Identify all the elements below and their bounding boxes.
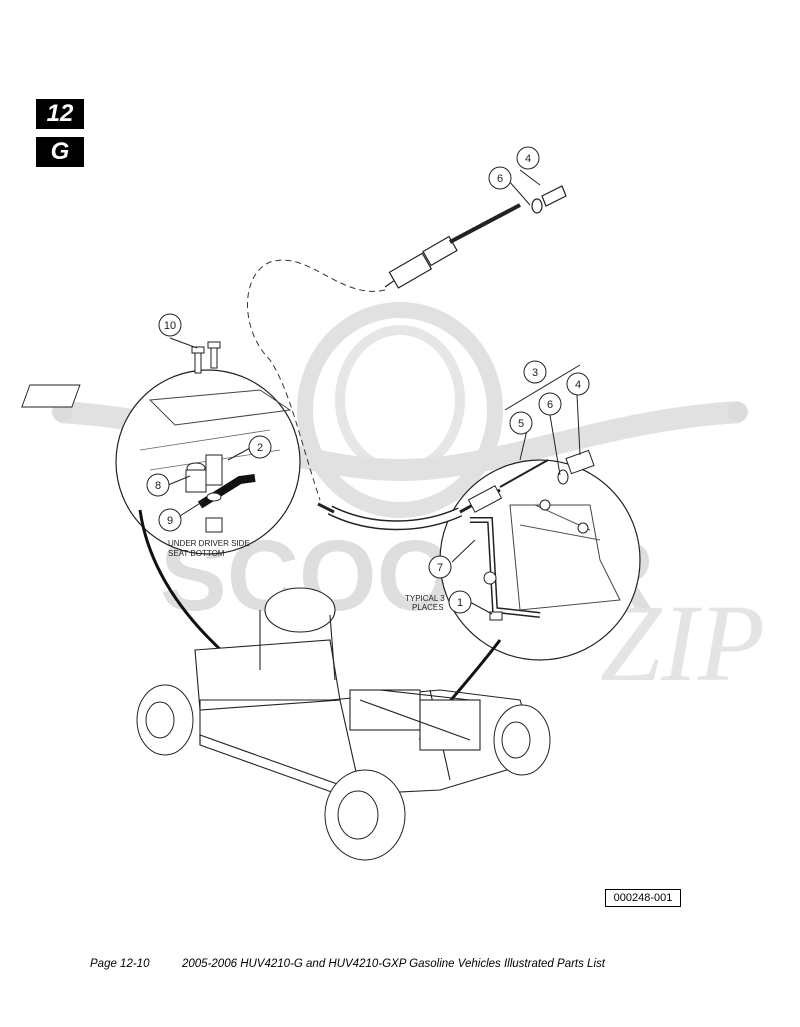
callout-8: 8 [155, 480, 161, 492]
callout-4-right: 4 [575, 379, 581, 391]
footer-page-number: Page 12-10 [90, 958, 150, 970]
callout-5: 5 [518, 418, 524, 430]
under-seat-note-line2: SEAT BOTTOM [168, 549, 225, 558]
callout-4-top: 4 [525, 153, 531, 165]
footer-document-title: 2005-2006 HUV4210-G and HUV4210-GXP Gaso… [182, 958, 605, 970]
section-tab-letter: G [36, 137, 84, 167]
transmission-detail [439, 449, 641, 661]
callout-6-top: 6 [497, 173, 503, 185]
callout-labels: 4 6 10 2 8 9 3 4 6 5 7 1 [155, 153, 581, 609]
under-seat-note-line1: UNDER DRIVER SIDE [168, 539, 250, 548]
bolt-icon [191, 341, 221, 374]
callout-7: 7 [437, 562, 443, 574]
typical-note-line1: TYPICAL 3 [405, 594, 445, 603]
seat-mount-detail [21, 369, 301, 555]
cable-route-dashed [247, 259, 386, 501]
shift-cable-lower [317, 459, 549, 531]
leader-lines [167, 169, 581, 615]
figure-id-box: 000248-001 [605, 889, 681, 907]
callout-bubbles [146, 146, 590, 614]
callout-9: 9 [167, 515, 173, 527]
callout-1: 1 [457, 597, 463, 609]
callout-10: 10 [164, 320, 176, 332]
wheel-icon [136, 684, 551, 861]
callout-6-right: 6 [547, 399, 553, 411]
callout-2: 2 [257, 442, 263, 454]
vehicle-chassis [194, 587, 541, 796]
callout-3: 3 [532, 367, 538, 379]
typical-note-line2: PLACES [412, 603, 444, 612]
section-tab-number: 12 [36, 99, 84, 129]
shift-cable-upper [384, 185, 567, 289]
